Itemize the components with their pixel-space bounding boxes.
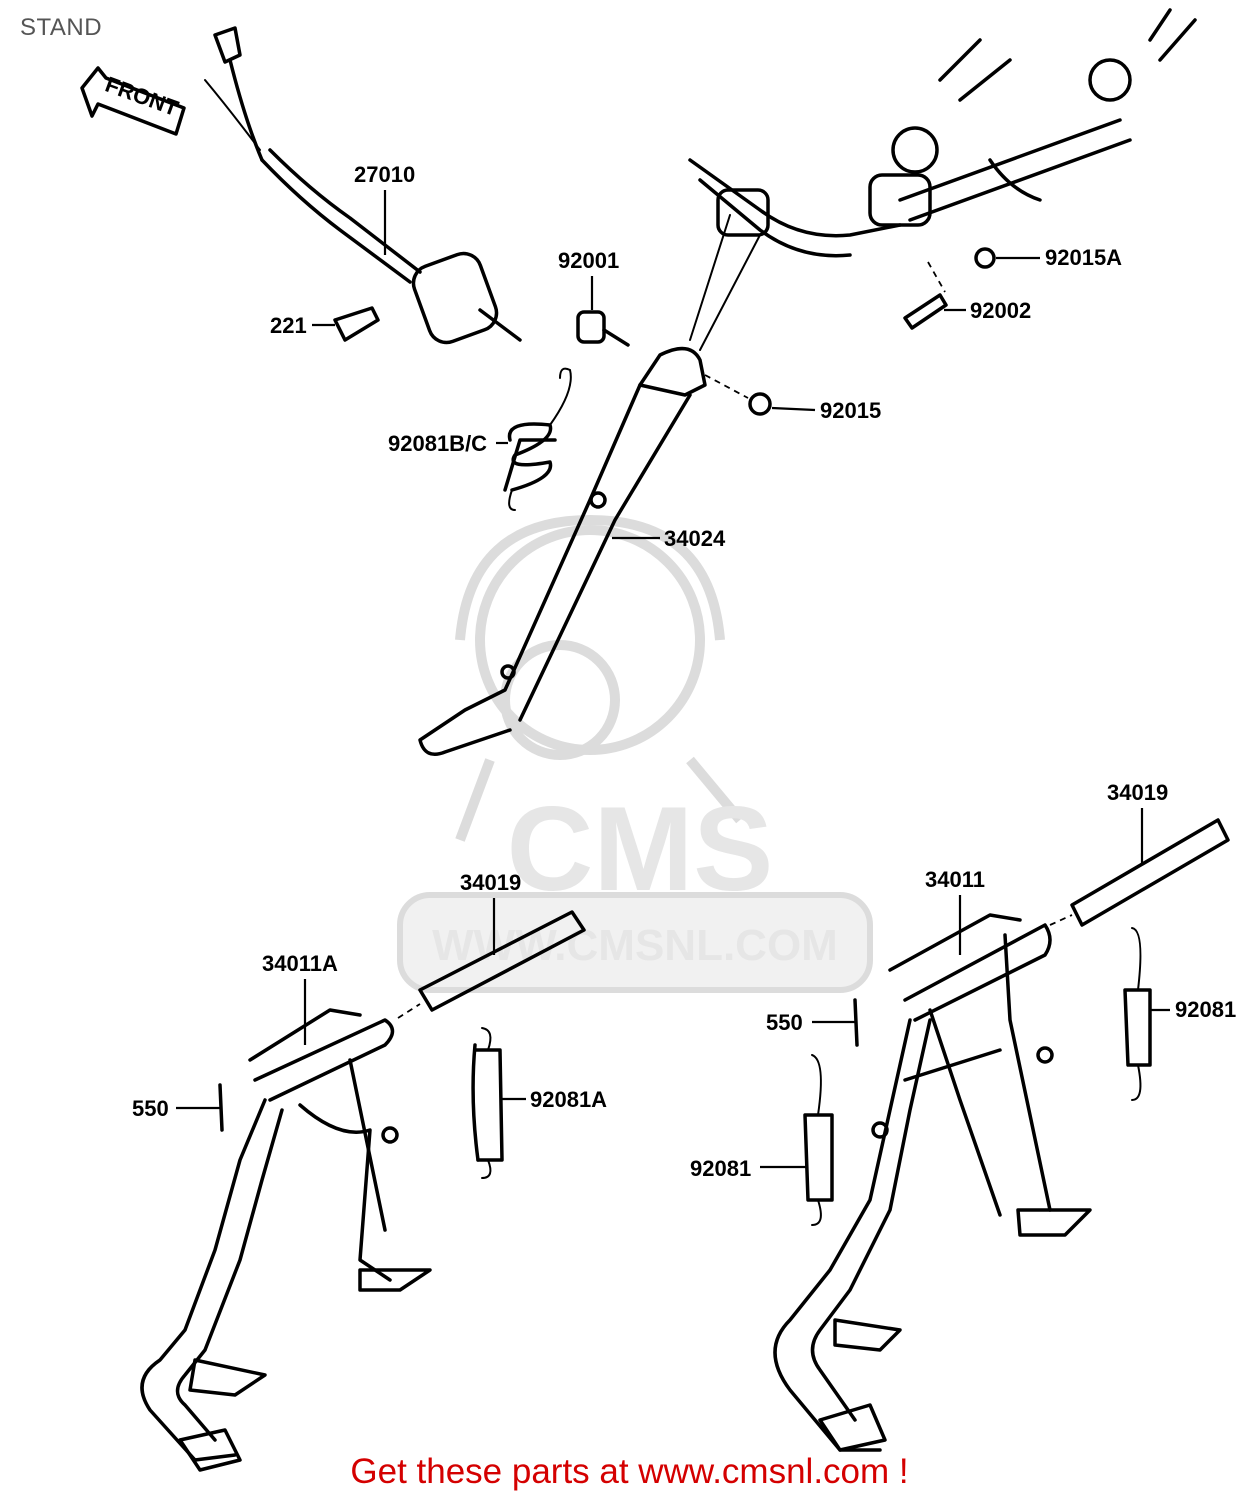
frame-section bbox=[688, 8, 1197, 258]
callouts: 27010 221 92001 92015A 92002 92015 92081… bbox=[132, 162, 1236, 1181]
callout-550-left: 550 bbox=[132, 1096, 169, 1121]
part-27010-switch bbox=[204, 26, 522, 345]
callout-221: 221 bbox=[270, 313, 307, 338]
callout-92081BC: 92081B/C bbox=[388, 431, 487, 456]
part-34019-right-pin bbox=[1049, 818, 1230, 927]
part-34019-left-pin bbox=[397, 910, 586, 1019]
part-92081BC-spring bbox=[503, 367, 572, 511]
callout-92081A: 92081A bbox=[530, 1087, 607, 1112]
part-92002-bolt bbox=[903, 261, 948, 330]
callout-92015: 92015 bbox=[820, 398, 881, 423]
part-34024-side-stand bbox=[418, 214, 761, 756]
watermark-brand: CMS bbox=[507, 782, 774, 916]
callout-34011: 34011 bbox=[925, 867, 985, 892]
part-221-screw bbox=[333, 306, 380, 342]
part-92081-lower-spring bbox=[803, 1054, 834, 1226]
page-title: STAND bbox=[20, 14, 103, 41]
callout-92081-lower: 92081 bbox=[690, 1156, 751, 1181]
callout-92015A: 92015A bbox=[1045, 245, 1122, 270]
footer-cta-link[interactable]: Get these parts at www.cmsnl.com ! bbox=[350, 1452, 909, 1491]
callout-34011A: 34011A bbox=[262, 951, 338, 976]
part-34011A-main-stand bbox=[140, 1008, 432, 1472]
front-arrow: FRONT bbox=[80, 66, 186, 136]
part-92081A-spring bbox=[471, 1027, 504, 1179]
callout-27010: 27010 bbox=[354, 162, 415, 187]
part-550-right-cotter bbox=[853, 998, 859, 1047]
part-34011-main-stand bbox=[773, 913, 1092, 1452]
part-92081-right-spring bbox=[1123, 927, 1152, 1101]
callout-34019-right: 34019 bbox=[1107, 780, 1168, 805]
callout-92001: 92001 bbox=[558, 248, 619, 273]
watermark: CMS WWW.CMSNL.COM bbox=[397, 514, 873, 993]
watermark-url: WWW.CMSNL.COM bbox=[432, 921, 838, 970]
callout-34019-left: 34019 bbox=[460, 870, 521, 895]
callout-92002: 92002 bbox=[970, 298, 1031, 323]
callout-550-right: 550 bbox=[766, 1010, 803, 1035]
callout-92081-right: 92081 bbox=[1175, 997, 1236, 1022]
front-label: FRONT bbox=[102, 72, 182, 122]
part-92015A-nut bbox=[974, 247, 996, 269]
part-550-left-cotter bbox=[218, 1083, 224, 1132]
part-92001-bolt bbox=[576, 310, 630, 347]
callout-34024: 34024 bbox=[664, 526, 726, 551]
part-92015-nut bbox=[704, 374, 772, 416]
